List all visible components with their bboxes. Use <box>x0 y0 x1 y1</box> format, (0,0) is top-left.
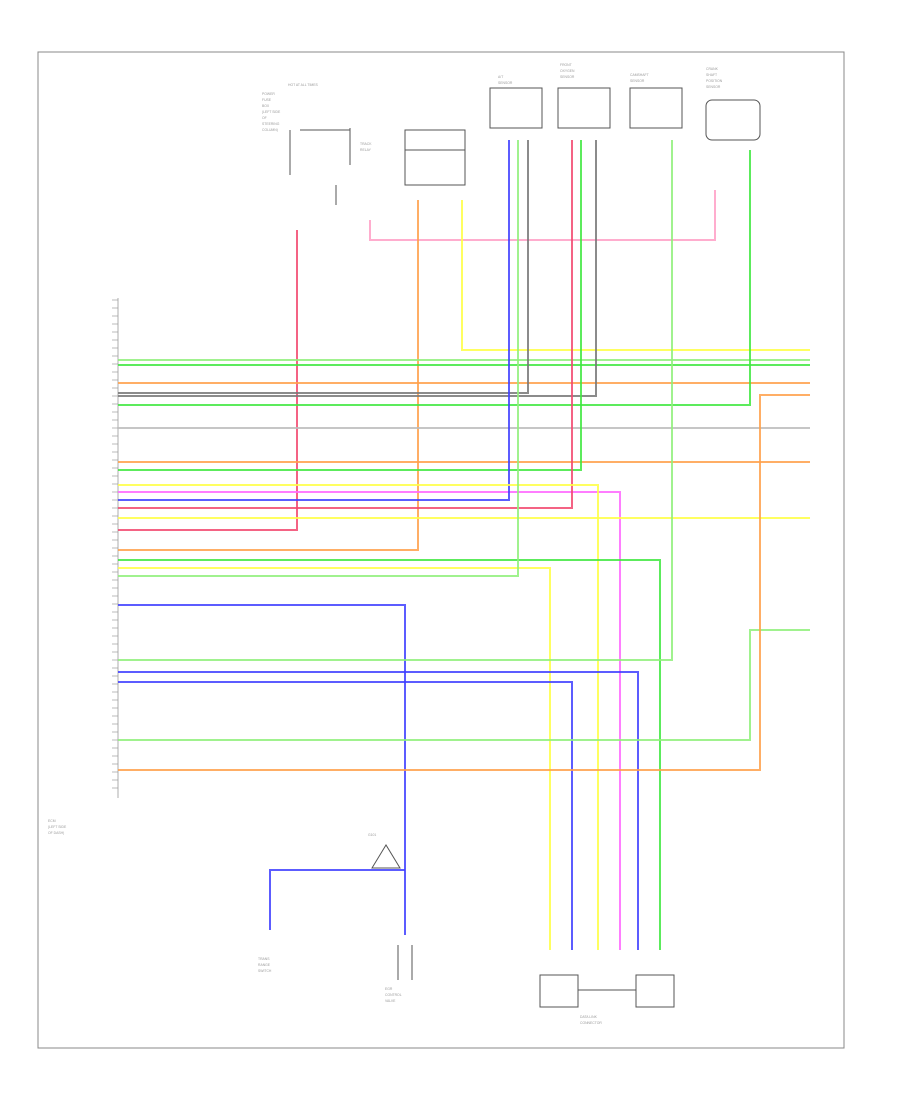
svg-text:SENSOR: SENSOR <box>630 79 645 83</box>
svg-text:G101: G101 <box>368 833 376 837</box>
svg-text:EGR: EGR <box>385 987 393 991</box>
svg-text:CAMSHAFT: CAMSHAFT <box>630 73 649 77</box>
svg-text:(LEFT SIDE: (LEFT SIDE <box>262 110 281 114</box>
ignition-switch: POWER FUSE BOX (LEFT SIDE OF STEERING CO… <box>262 83 372 205</box>
svg-text:SENSOR: SENSOR <box>498 81 513 85</box>
wire-blue-branch-left <box>269 869 405 930</box>
wire-lime-660 <box>118 140 673 661</box>
svg-text:ECM: ECM <box>48 819 56 823</box>
wire-green-470 <box>118 140 582 471</box>
wire-blue-500 <box>118 140 510 501</box>
svg-text:DATA LINK: DATA LINK <box>580 1015 598 1019</box>
wire-group <box>118 140 810 950</box>
bottom-mid-component: EGR CONTROL VALVE <box>385 945 413 1003</box>
wire-lime-740 <box>118 629 810 741</box>
bottom-right-connector: DATA LINK CONNECTOR <box>539 974 675 1025</box>
top-sensor-1: A/T SENSOR <box>489 75 543 129</box>
svg-text:FUSE: FUSE <box>262 98 272 102</box>
relay-block <box>404 129 466 186</box>
top-sensor-2: FRONT OXYGEN SENSOR <box>557 63 611 129</box>
ecm-label: ECM (LEFT SIDE OF DASH) <box>48 819 67 835</box>
top-sensor-4: CRANK SHAFT POSITION SENSOR <box>705 67 761 141</box>
diagram-frame <box>37 51 845 1049</box>
svg-text:SWITCH: SWITCH <box>258 969 272 973</box>
svg-text:OXYGEN: OXYGEN <box>560 69 575 73</box>
svg-text:STEERING: STEERING <box>262 122 280 126</box>
svg-text:TRANS: TRANS <box>258 957 270 961</box>
svg-text:CONNECTOR: CONNECTOR <box>580 1021 602 1025</box>
svg-text:VALVE: VALVE <box>385 999 396 1003</box>
svg-text:(LEFT SIDE: (LEFT SIDE <box>48 825 67 829</box>
svg-text:POWER: POWER <box>262 92 275 96</box>
svg-text:RANGE: RANGE <box>258 963 271 967</box>
wire-magenta-492 <box>118 491 621 950</box>
wire-orange-1 <box>118 200 419 551</box>
svg-text:RELAY: RELAY <box>360 148 372 152</box>
wire-red-508 <box>118 140 573 509</box>
wire-gray-396 <box>118 140 597 397</box>
wire-gray-393 <box>118 140 529 394</box>
svg-text:CRANK: CRANK <box>706 67 719 71</box>
svg-text:SENSOR: SENSOR <box>706 85 721 89</box>
ground-junction: G101 <box>368 833 401 869</box>
svg-text:SENSOR: SENSOR <box>560 75 575 79</box>
svg-text:CONTROL: CONTROL <box>385 993 402 997</box>
wire-yellow-568 <box>118 567 551 950</box>
wire-green-560 <box>118 559 661 950</box>
wire-yellow-top <box>461 200 810 351</box>
svg-text:HOT AT ALL TIMES: HOT AT ALL TIMES <box>288 83 319 87</box>
wire-blue-605 <box>118 604 406 870</box>
svg-text:A/T: A/T <box>498 75 503 79</box>
wire-lime-576 <box>118 140 519 577</box>
wire-yellow-485 <box>118 484 599 950</box>
wire-pink-top <box>369 190 716 241</box>
wire-red-1 <box>118 230 298 531</box>
wire-blue-672 <box>118 671 639 950</box>
svg-text:TRACK: TRACK <box>360 142 372 146</box>
top-sensor-3: CAMSHAFT SENSOR <box>629 73 683 129</box>
svg-text:BOX: BOX <box>262 104 270 108</box>
svg-text:OF: OF <box>262 116 267 120</box>
svg-text:OF DASH): OF DASH) <box>48 831 64 835</box>
bottom-left-component: TRANS RANGE SWITCH <box>258 957 272 973</box>
svg-text:COLUMN): COLUMN) <box>262 128 278 132</box>
wire-orange-770 <box>118 394 810 771</box>
pin-label-column <box>112 298 119 798</box>
svg-text:FRONT: FRONT <box>560 63 572 67</box>
svg-text:SHAFT: SHAFT <box>706 73 717 77</box>
svg-text:POSITION: POSITION <box>706 79 723 83</box>
wire-blue-682 <box>118 681 573 950</box>
wire-green-405 <box>118 150 751 406</box>
